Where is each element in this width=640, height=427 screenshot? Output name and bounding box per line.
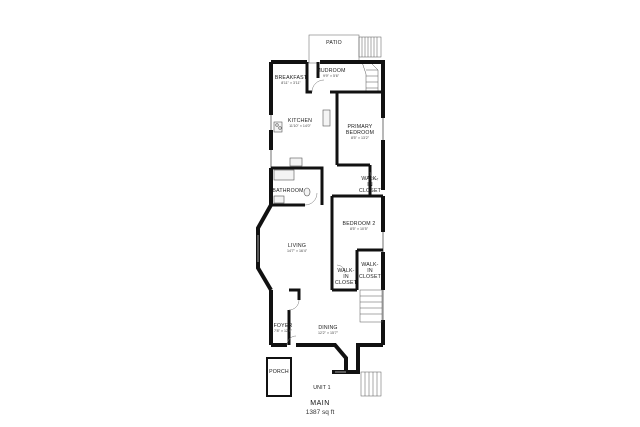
room-bedroom2-dim: 8'5" × 10'5"	[350, 227, 369, 231]
room-walkin2-b: IN	[343, 274, 349, 280]
unit-label: UNIT 1	[313, 385, 331, 391]
room-primary-line1: PRIMARY	[348, 124, 373, 130]
room-patio: PATIO	[326, 40, 342, 46]
room-walkin1-b: IN	[367, 182, 373, 188]
room-dining: DINING	[318, 325, 337, 331]
floor-area: 1387 sq ft	[305, 409, 335, 416]
kitchen-fixtures	[273, 109, 331, 167]
room-walkin2-a: WALK-	[337, 268, 354, 274]
room-foyer-dim: 7'8" × 12'8"	[274, 329, 293, 333]
room-primary-line2: BEDROOM	[346, 130, 374, 136]
room-labels: PATIO MUDROOM 9'9" × 5'6" BREAKFAST 8'11…	[269, 40, 381, 391]
exterior-walls	[256, 60, 385, 374]
room-mudroom-dim: 9'9" × 5'6"	[323, 74, 340, 78]
front-stairs	[359, 289, 383, 397]
room-mudroom: MUDROOM	[316, 68, 345, 74]
room-walkin3-b: IN	[367, 268, 373, 274]
room-walkin3-c: CLOSET	[359, 274, 382, 280]
room-primary-dim: 8'5" × 13'2"	[351, 136, 370, 140]
door-swings	[286, 79, 379, 346]
room-foyer: FOYER	[274, 323, 293, 329]
windows	[257, 115, 384, 373]
room-living: LIVING	[288, 243, 306, 249]
room-walkin2-c: CLOSET	[335, 280, 358, 286]
room-breakfast: BREAKFAST	[275, 75, 308, 81]
room-walkin3-a: WALK-	[361, 262, 378, 268]
floor-title: MAIN	[310, 400, 330, 407]
room-living-dim: 14'7" × 16'4"	[287, 249, 308, 253]
room-kitchen: KITCHEN	[288, 118, 312, 124]
room-bathroom: BATHROOM	[272, 188, 303, 194]
room-walkin1-c: CLOSET	[359, 188, 382, 194]
back-stairs	[358, 36, 382, 93]
room-porch: PORCH	[269, 369, 289, 375]
room-breakfast-dim: 8'11" × 3'11"	[281, 81, 301, 85]
room-walkin1-a: WALK-	[361, 176, 378, 182]
interior-walls	[271, 62, 383, 345]
bathroom-fixtures	[273, 169, 311, 204]
porch-area	[266, 357, 292, 397]
room-bedroom2: BEDROOM 2	[343, 221, 376, 227]
room-kitchen-dim: 11'10" × 14'0"	[289, 124, 311, 128]
room-dining-dim: 12'2" × 15'7"	[318, 331, 339, 335]
